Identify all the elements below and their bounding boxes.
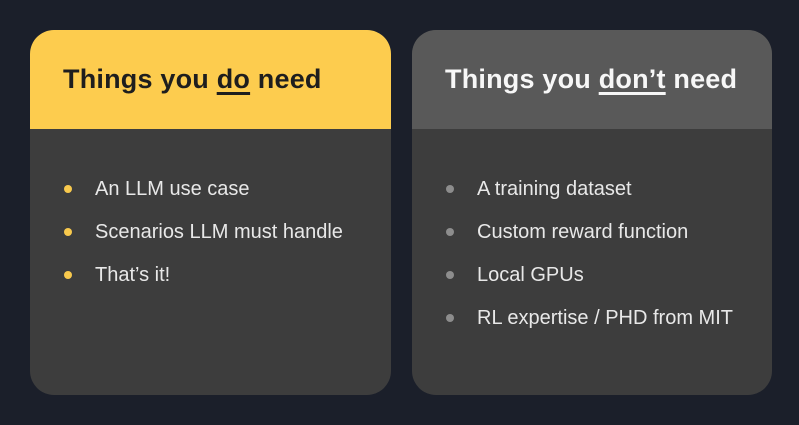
card-dont-need: Things you don’t need A training dataset… [412, 30, 772, 395]
bullet-dot-icon [64, 271, 72, 279]
list-item-text: RL expertise / PHD from MIT [477, 307, 733, 329]
bullet-dot-icon [64, 185, 72, 193]
list-item: That’s it! [64, 264, 375, 286]
list-item-text: A training dataset [477, 178, 632, 200]
card-do-need-body: An LLM use case Scenarios LLM must handl… [30, 129, 391, 395]
list-item: Local GPUs [446, 264, 756, 286]
list-item: RL expertise / PHD from MIT [446, 307, 756, 329]
bullet-dot-icon [446, 271, 454, 279]
title-prefix: Things you [63, 64, 217, 94]
card-dont-need-body: A training dataset Custom reward functio… [412, 129, 772, 395]
list-item-text: An LLM use case [95, 178, 250, 200]
list-item: A training dataset [446, 178, 756, 200]
title-suffix: need [250, 64, 322, 94]
bullet-dot-icon [64, 228, 72, 236]
list-item: An LLM use case [64, 178, 375, 200]
card-do-need: Things you do need An LLM use case Scena… [30, 30, 391, 395]
card-dont-need-title: Things you don’t need [445, 64, 737, 95]
bullet-dot-icon [446, 185, 454, 193]
title-prefix: Things you [445, 64, 599, 94]
card-do-need-header: Things you do need [30, 30, 391, 129]
card-do-need-title: Things you do need [63, 64, 322, 95]
list-item-text: That’s it! [95, 264, 171, 286]
card-dont-need-header: Things you don’t need [412, 30, 772, 129]
title-emphasis: do [216, 64, 251, 94]
list-item-text: Custom reward function [477, 221, 689, 243]
list-item-text: Scenarios LLM must handle [95, 221, 343, 243]
title-emphasis: don’t [598, 64, 666, 94]
bullet-dot-icon [446, 228, 454, 236]
bullet-dot-icon [446, 314, 454, 322]
list-item: Custom reward function [446, 221, 756, 243]
list-item-text: Local GPUs [477, 264, 584, 286]
title-suffix: need [665, 64, 738, 94]
list-item: Scenarios LLM must handle [64, 221, 375, 243]
